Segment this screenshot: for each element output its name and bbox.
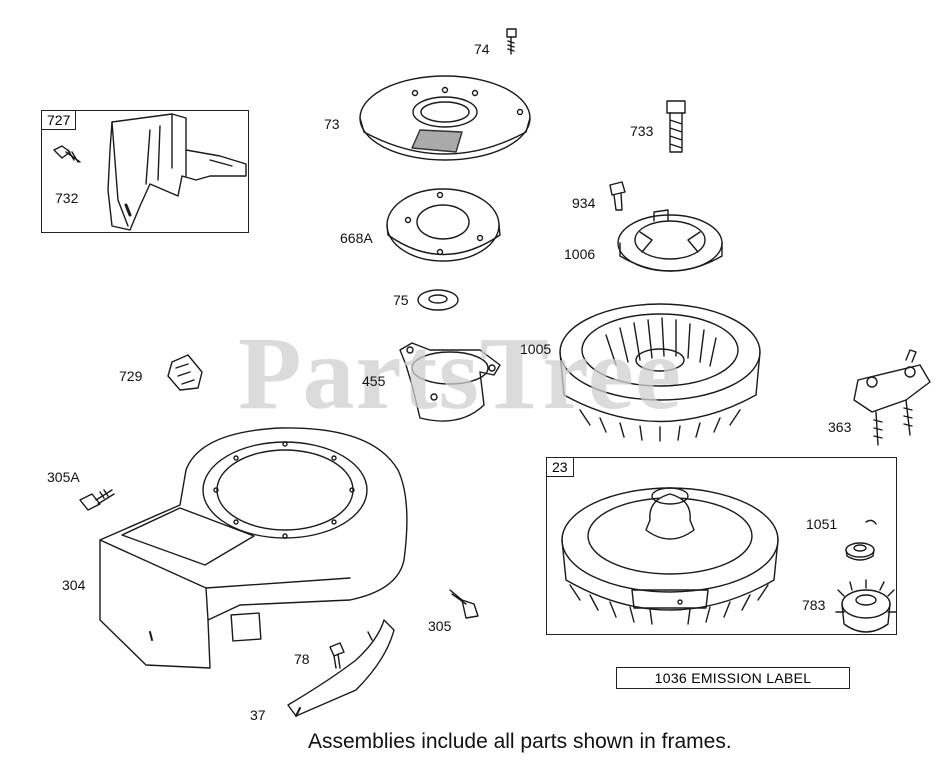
part-1006-ratchet-drawing xyxy=(617,209,723,272)
callout-783[interactable]: 783 xyxy=(802,597,826,613)
callout-305[interactable]: 305 xyxy=(428,618,452,634)
callout-668a[interactable]: 668A xyxy=(340,230,373,246)
assemblies-note: Assemblies include all parts shown in fr… xyxy=(308,730,732,753)
part-74-screw-drawing xyxy=(506,28,517,55)
part-75-washer-drawing xyxy=(417,289,459,311)
part-727-baffle-drawing xyxy=(107,113,247,231)
part-1005-flywheel-fan-drawing xyxy=(559,303,761,442)
part-934-bolt-drawing xyxy=(609,181,626,211)
part-729-grommet-drawing xyxy=(167,354,203,391)
frame-727-tag: 727 xyxy=(42,111,77,130)
callout-37[interactable]: 37 xyxy=(250,707,266,723)
part-668a-plate-drawing xyxy=(386,188,501,262)
part-733-bolt-drawing xyxy=(666,100,686,153)
part-1051-key-drawing xyxy=(845,519,877,561)
part-732-screw-drawing xyxy=(53,145,81,163)
callout-75[interactable]: 75 xyxy=(393,292,409,308)
part-783-gear-drawing xyxy=(835,579,897,633)
callout-733[interactable]: 733 xyxy=(630,123,654,139)
callout-73[interactable]: 73 xyxy=(324,116,340,132)
callout-304[interactable]: 304 xyxy=(62,577,86,593)
part-23-flywheel-drawing xyxy=(561,487,779,625)
callout-1005[interactable]: 1005 xyxy=(520,341,552,357)
frame-23-tag: 23 xyxy=(547,458,574,477)
emission-label-box[interactable]: 1036 EMISSION LABEL xyxy=(616,667,850,689)
callout-74[interactable]: 74 xyxy=(474,41,490,57)
part-305a-screw-drawing xyxy=(79,489,115,511)
callout-1051[interactable]: 1051 xyxy=(806,516,838,532)
part-304-blower-housing-drawing xyxy=(99,427,408,669)
callout-729[interactable]: 729 xyxy=(119,368,143,384)
part-305-screw-drawing xyxy=(449,589,479,619)
callout-305a[interactable]: 305A xyxy=(47,469,80,485)
callout-455[interactable]: 455 xyxy=(362,373,386,389)
assembly-frame-727: 727 xyxy=(41,110,249,233)
part-37-guard-drawing xyxy=(287,619,395,717)
callout-934[interactable]: 934 xyxy=(572,195,596,211)
callout-78[interactable]: 78 xyxy=(294,651,310,667)
assembly-frame-23: 23 xyxy=(546,457,897,635)
part-363-bracket-drawing xyxy=(853,349,931,446)
part-78-screw-drawing xyxy=(329,642,345,669)
part-73-rotating-screen-drawing xyxy=(359,75,531,161)
part-455-bracket-drawing xyxy=(399,342,501,422)
callout-1006[interactable]: 1006 xyxy=(564,246,596,262)
callout-363[interactable]: 363 xyxy=(828,419,852,435)
callout-732[interactable]: 732 xyxy=(55,190,79,206)
